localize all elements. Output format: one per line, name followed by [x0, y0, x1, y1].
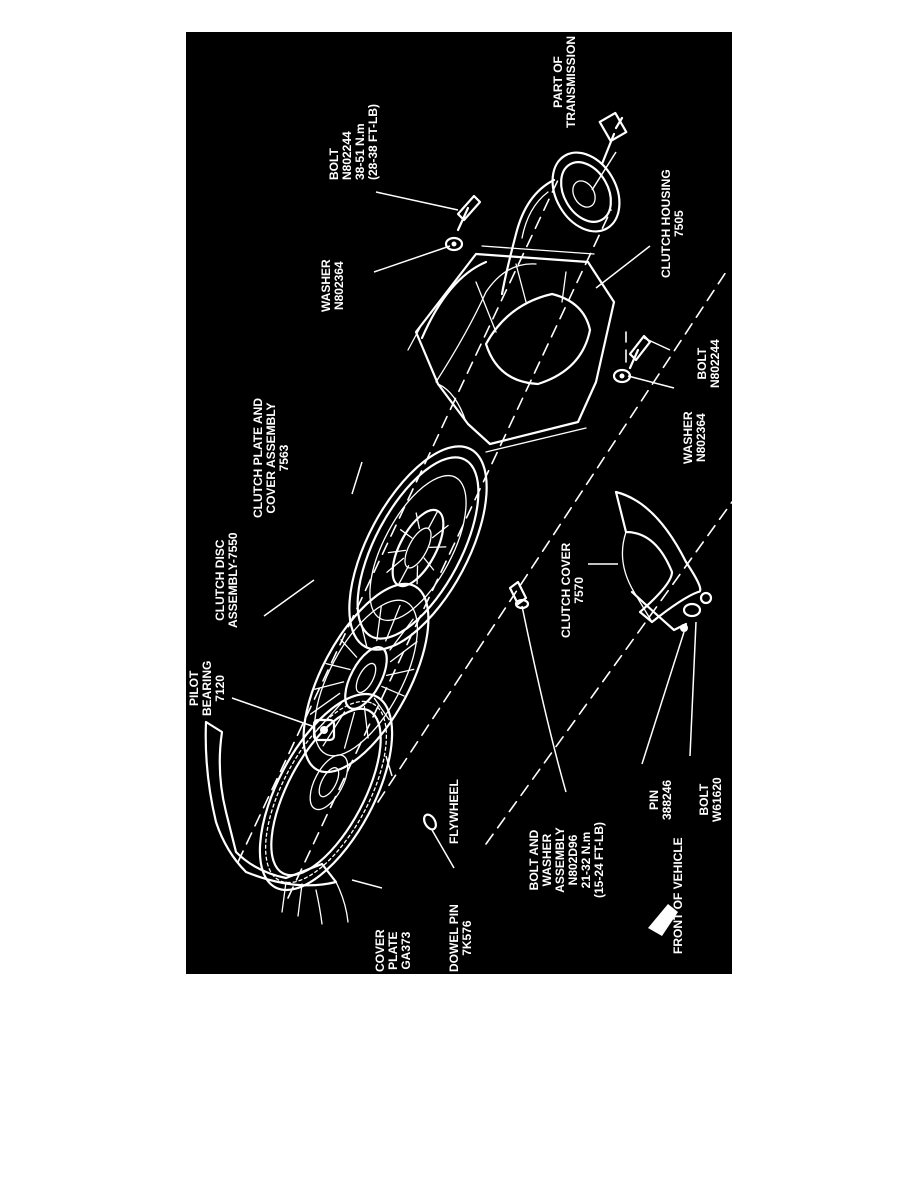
label-cover-plate: COVER PLATE GA373 [373, 929, 413, 972]
label-clutch-cover: CLUTCH COVER 7570 [559, 542, 586, 638]
clutch-housing-shape [407, 245, 616, 453]
label-bolt-washer-assembly: BOLT AND WASHER ASSEMBLY N802D96 21-32 N… [527, 821, 606, 898]
transmission-part-shape [500, 111, 628, 296]
label-part-of-transmission: PART OF TRANSMISSION [551, 35, 578, 128]
label-clutch-disc: CLUTCH DISC ASSEMBLY-7550 [213, 532, 240, 628]
cover-plate-shape [204, 720, 349, 925]
label-bolt-top: BOLT N802244 38-51 N.m (28-38 FT-LB) [327, 103, 380, 180]
bolt-top-shape [444, 194, 482, 252]
label-clutch-housing: CLUTCH HOUSING 7505 [659, 169, 686, 278]
diagram-artwork [204, 111, 732, 936]
label-bolt-bottom: BOLT W61620 [697, 777, 724, 822]
clutch-plate-cover-shape [348, 445, 488, 651]
bolt-right-shape [612, 334, 652, 384]
label-pilot-bearing: PILOT BEARING 7120 [187, 660, 227, 716]
pin-and-bolt-shapes [680, 591, 713, 632]
dowel-pin-shape [423, 813, 437, 831]
assembly-guide-lines [237, 179, 732, 899]
label-washer-top: WASHER N802364 [319, 259, 346, 312]
front-arrow-icon [648, 904, 678, 936]
label-pin: PIN 388246 [647, 779, 674, 820]
clutch-exploded-diagram: PART OF TRANSMISSION BOLT N802244 38-51 … [186, 32, 732, 974]
leader-lines [231, 151, 697, 889]
label-dowel-pin: DOWEL PIN 7K576 [447, 904, 474, 972]
clutch-cover-shape [614, 490, 702, 632]
label-front-of-vehicle: FRONT OF VEHICLE [671, 837, 685, 954]
label-bolt-right: BOLT N802244 [695, 339, 722, 388]
bolt-washer-assembly-shape [508, 580, 530, 610]
label-washer-right: WASHER N802364 [681, 411, 708, 464]
label-clutch-plate-cover: CLUTCH PLATE AND COVER ASSEMBLY 7563 [251, 398, 291, 518]
flywheel-shape [258, 692, 394, 892]
label-flywheel: FLYWHEEL [447, 779, 461, 844]
